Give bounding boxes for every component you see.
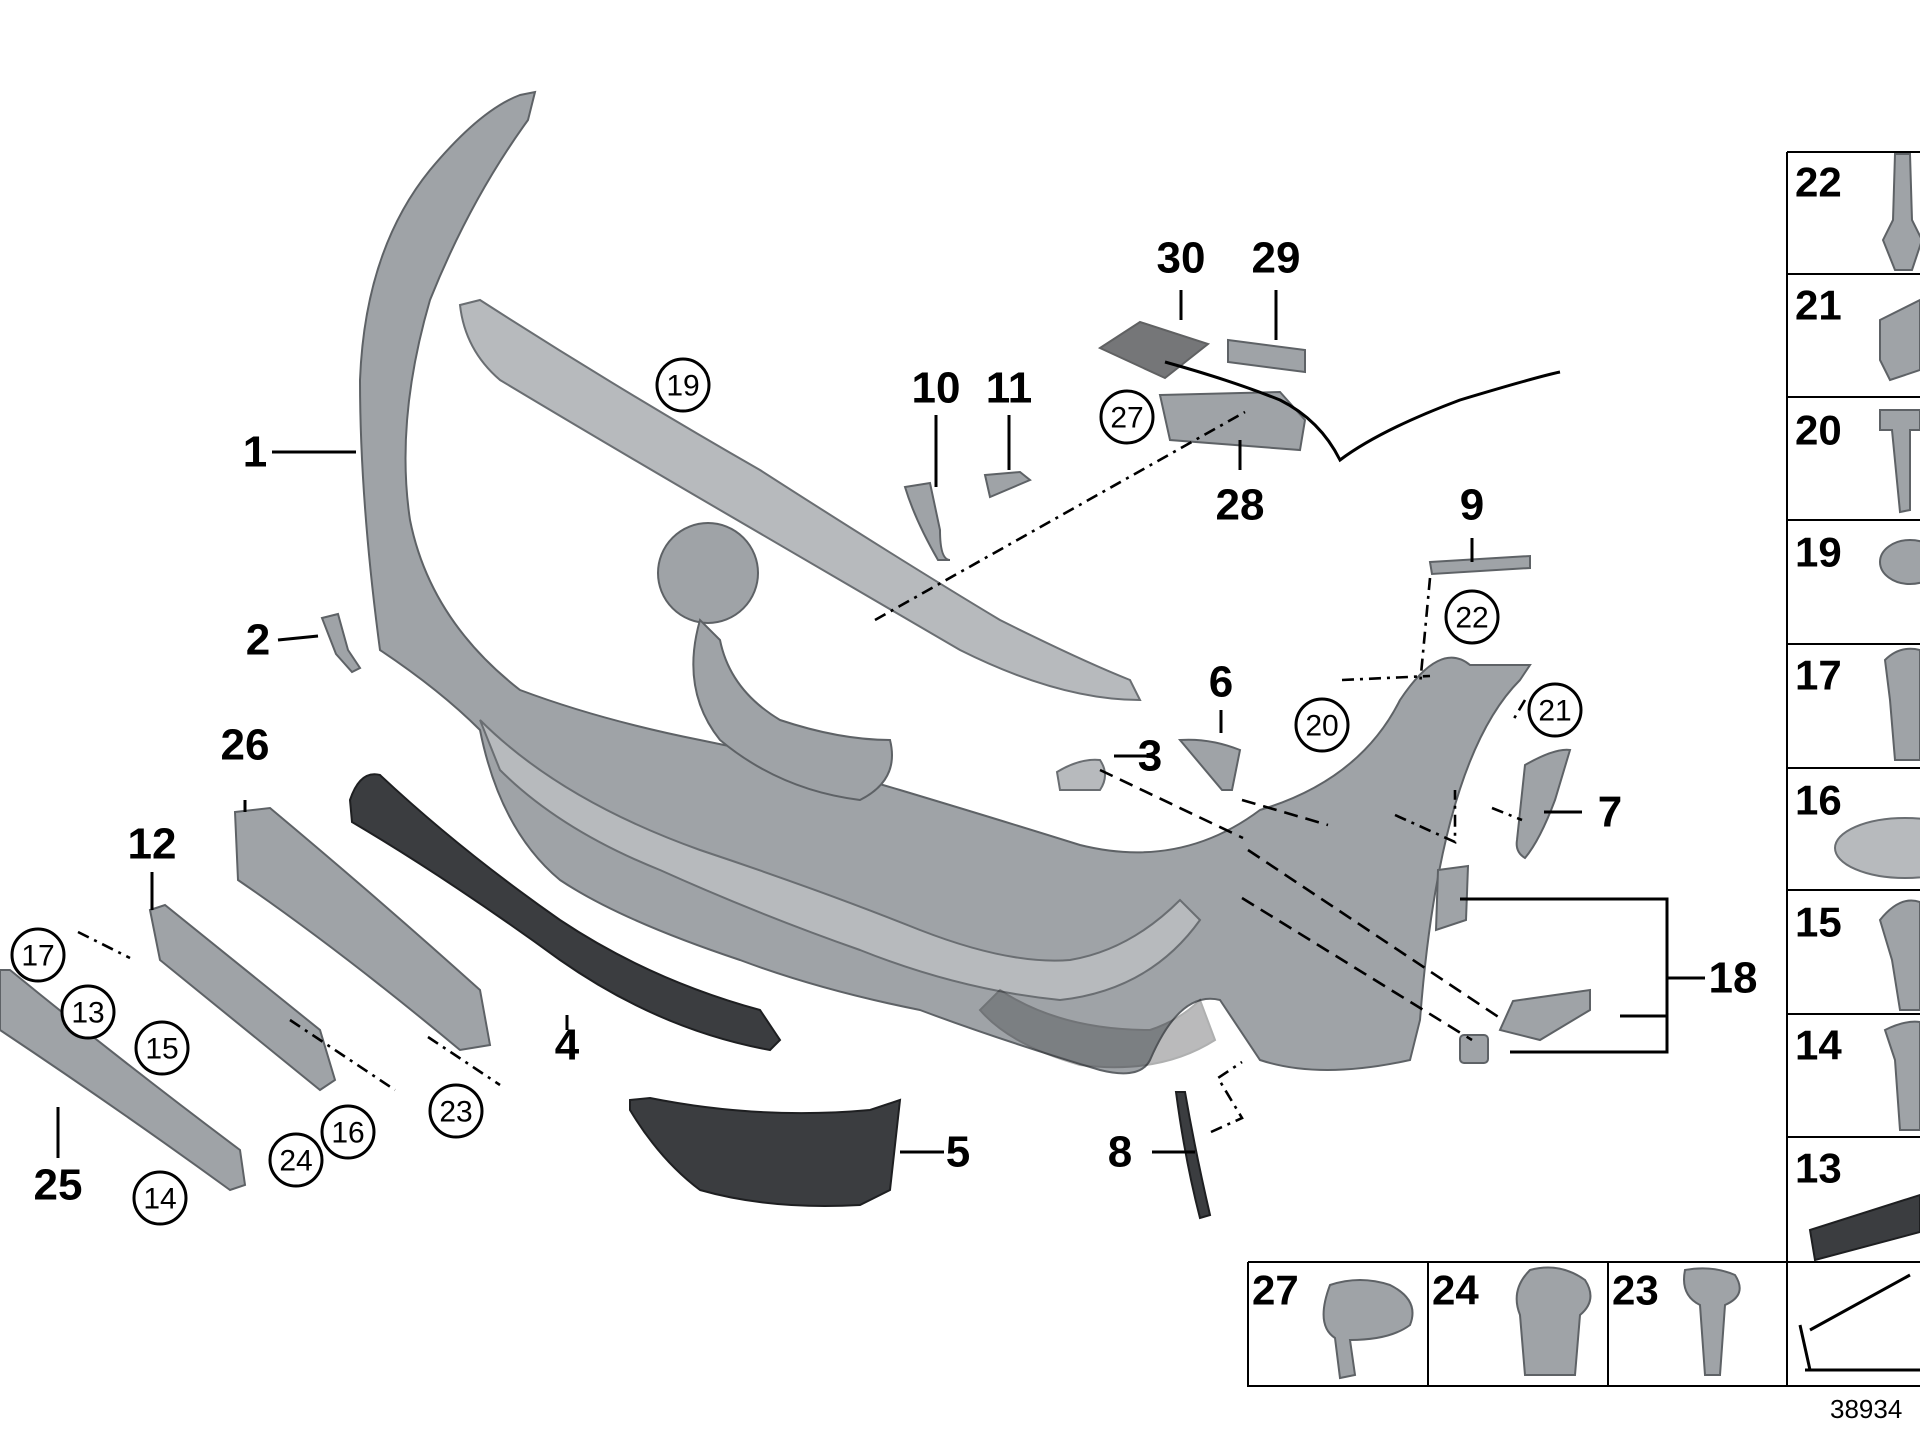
- callout-label-28: 28: [1216, 481, 1265, 530]
- callout-label-25: 25: [34, 1161, 83, 1210]
- circled-callout-16: 16: [320, 1104, 376, 1160]
- circled-callout-text-27: 27: [1110, 402, 1143, 435]
- assembly-lines: [77, 410, 1527, 1134]
- washer-16-icon: [1834, 817, 1920, 879]
- callout-label-3: 3: [1138, 732, 1162, 781]
- fastener-19-icon: [1879, 539, 1920, 585]
- fastener-21-icon: [1879, 298, 1920, 382]
- panel-label-17: 17: [1795, 652, 1842, 699]
- callout-label-12: 12: [128, 820, 177, 869]
- circled-callout-21: 21: [1527, 682, 1583, 738]
- circled-callout-13: 13: [60, 984, 116, 1040]
- circled-callout-19: 19: [655, 357, 711, 413]
- callout-label-1: 1: [243, 428, 267, 477]
- callout-label-30: 30: [1157, 234, 1206, 283]
- part-18-bracket-a: [1498, 988, 1591, 1042]
- circled-callout-text-16: 16: [331, 1117, 364, 1150]
- callout-label-9: 9: [1460, 481, 1484, 530]
- panel-label-14: 14: [1795, 1022, 1842, 1069]
- circled-callout-text-22: 22: [1455, 602, 1488, 635]
- panel-label-16: 16: [1795, 777, 1842, 824]
- part-30: [1097, 320, 1211, 380]
- callout-label-4: 4: [555, 1021, 580, 1070]
- circled-callout-text-19: 19: [666, 370, 699, 403]
- callout-label-18: 18: [1709, 954, 1758, 1003]
- part-29: [1227, 338, 1306, 374]
- part-2: [320, 612, 362, 674]
- circled-callout-24: 24: [268, 1132, 324, 1188]
- callout-label-7: 7: [1598, 788, 1622, 837]
- panel-label-19: 19: [1795, 529, 1842, 576]
- panel-label-21: 21: [1795, 282, 1842, 329]
- circled-callout-text-20: 20: [1305, 710, 1338, 743]
- part-6: [1177, 738, 1242, 791]
- panel-label-13: 13: [1795, 1145, 1842, 1192]
- fastener-22-icon: [1881, 153, 1920, 271]
- part-9: [1428, 554, 1531, 576]
- part-10: [903, 481, 951, 561]
- callout-label-10: 10: [912, 364, 961, 413]
- part-5-grille: [629, 1096, 902, 1207]
- part-12: [148, 903, 337, 1092]
- fastener-20-icon: [1879, 409, 1920, 514]
- bottom-panel-label-23: 23: [1612, 1267, 1659, 1314]
- callout-label-6: 6: [1209, 658, 1233, 707]
- strip-13-icon: [1808, 1193, 1920, 1262]
- part-18-bracket-c: [1434, 864, 1470, 932]
- doc-number: 38934: [1830, 1394, 1902, 1424]
- circled-callout-17: 17: [10, 927, 66, 983]
- callout-label-2: 2: [246, 616, 270, 665]
- circled-callout-text-15: 15: [145, 1033, 178, 1066]
- circled-callout-text-13: 13: [71, 997, 104, 1030]
- fastener-24-icon: [1515, 1266, 1592, 1376]
- part-26: [233, 806, 492, 1052]
- part-3: [1055, 758, 1106, 791]
- panel-label-20: 20: [1795, 407, 1842, 454]
- upper-frame-part: [458, 298, 1142, 802]
- circled-callout-27: 27: [1099, 389, 1155, 445]
- fastener-27-icon: [1322, 1279, 1414, 1380]
- circled-callout-23: 23: [428, 1083, 484, 1139]
- bumper-cover-part: [358, 90, 1532, 1075]
- panel-label-22: 22: [1795, 159, 1842, 206]
- part-11: [983, 470, 1032, 499]
- leader-lines: [56, 290, 1705, 1158]
- circled-callout-text-14: 14: [143, 1183, 176, 1216]
- fastener-14-icon: [1883, 1020, 1920, 1131]
- sensor-cable: [1164, 360, 1561, 463]
- callout-label-29: 29: [1252, 234, 1301, 283]
- circled-callout-15: 15: [134, 1020, 190, 1076]
- callout-label-26: 26: [221, 721, 270, 770]
- fastener-17-icon: [1883, 647, 1920, 761]
- circled-callout-14: 14: [132, 1170, 188, 1226]
- bottom-panel-label-24: 24: [1432, 1267, 1479, 1314]
- fastener-23-icon: [1683, 1267, 1741, 1376]
- part-4-grille: [348, 773, 782, 1052]
- direction-arrow-icon: [1798, 1273, 1920, 1372]
- circled-callout-text-17: 17: [21, 940, 54, 973]
- circled-callout-20: 20: [1294, 697, 1350, 753]
- circled-callout-22: 22: [1444, 589, 1500, 645]
- callout-label-11: 11: [986, 364, 1033, 413]
- bottom-panel-label-27: 27: [1252, 1267, 1299, 1314]
- part-18-bracket-b: [1459, 1034, 1489, 1064]
- part-7: [1515, 748, 1572, 860]
- panel-label-15: 15: [1795, 899, 1842, 946]
- part-8: [1174, 1091, 1212, 1220]
- circled-callout-text-24: 24: [279, 1145, 312, 1178]
- fastener-15-icon: [1878, 899, 1920, 1011]
- part-25: [0, 969, 247, 1192]
- hardware-panel: [1247, 151, 1920, 1387]
- callout-label-8: 8: [1108, 1128, 1132, 1177]
- callout-label-5: 5: [946, 1128, 970, 1177]
- circled-callout-text-23: 23: [439, 1096, 472, 1129]
- circled-callout-text-21: 21: [1538, 695, 1571, 728]
